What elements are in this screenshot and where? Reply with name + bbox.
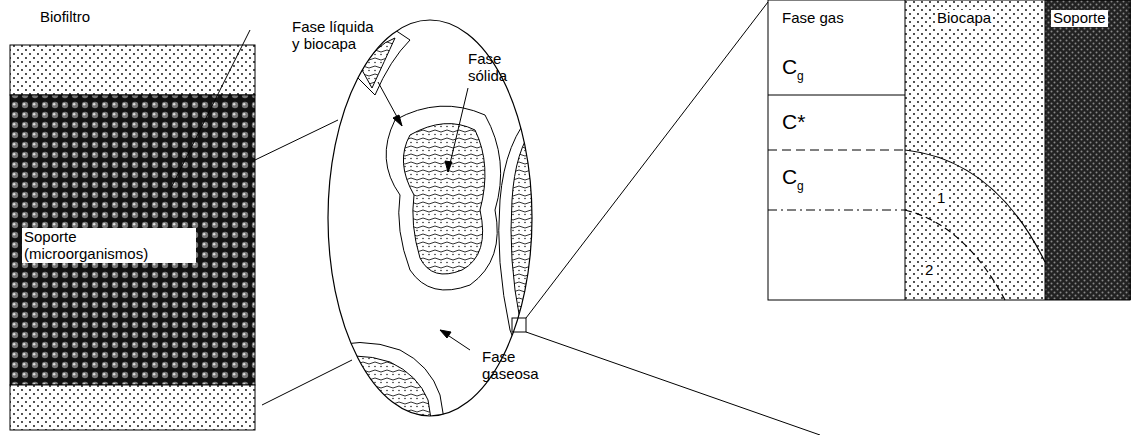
leader-line xyxy=(170,30,250,190)
zoom-square xyxy=(512,318,526,332)
pointer-arrows xyxy=(378,82,470,350)
interface-detail xyxy=(768,0,1131,300)
subscript: g xyxy=(797,70,804,83)
cell-text: Biocapa xyxy=(935,10,993,27)
biofilm-column: Biocapa 1 2 xyxy=(905,0,1045,300)
zoom-line xyxy=(255,120,338,160)
gas-phase-column: Fase gasCgC*Cg xyxy=(768,0,905,300)
cell-text: 1 xyxy=(935,190,947,207)
support-label: Soporte (microorganismos) xyxy=(22,228,196,263)
gas-phase-label: Fase gaseosa xyxy=(482,348,552,383)
biofilter-column xyxy=(10,45,255,430)
cell-text: Fase gas xyxy=(782,10,844,27)
figure-title: Biofiltro xyxy=(40,8,90,25)
cell-text: C xyxy=(782,165,797,188)
solid-phase-label: Fase sólida xyxy=(468,50,528,85)
cell-text: Soporte xyxy=(1051,10,1108,27)
cell-text: 2 xyxy=(923,262,935,279)
subscript: g xyxy=(797,180,804,193)
zoom-line xyxy=(526,2,768,318)
support-column: Soporte xyxy=(1045,0,1131,300)
liquid-phase-label: Fase líquida y biocapa xyxy=(292,18,382,53)
cell-text: C xyxy=(782,55,797,78)
zoom-line xyxy=(262,360,352,405)
cell-text: C* xyxy=(782,110,805,133)
zoom-line xyxy=(526,332,820,435)
